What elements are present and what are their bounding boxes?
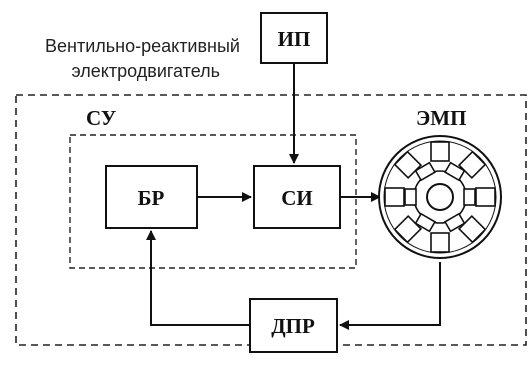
stator-pole	[475, 187, 496, 207]
stator-pole	[430, 232, 450, 253]
regulator-label: БР	[138, 186, 165, 210]
stator-pole	[393, 150, 423, 180]
rotor-tooth	[404, 188, 417, 206]
shaft-icon	[426, 183, 454, 211]
motor-icon	[378, 135, 502, 259]
control-system-boundary	[69, 134, 357, 269]
rotor-tooth	[414, 161, 437, 182]
arrow-motor-to-sensor	[339, 262, 441, 330]
caption-line-2: электродвигатель	[72, 61, 221, 81]
motor-label: ЭМП	[416, 106, 466, 130]
position-sensor-block: ДПР	[249, 298, 338, 353]
caption-line-1: Вентильно-реактивный	[45, 36, 240, 56]
power-supply-label: ИП	[278, 27, 311, 51]
control-system-label: СУ	[86, 106, 116, 130]
power-supply-block: ИП	[260, 12, 328, 64]
position-sensor-label: ДПР	[271, 314, 315, 338]
stator-poles	[384, 141, 496, 253]
rotor-tooth	[463, 188, 476, 206]
rotor-tooth	[443, 161, 466, 182]
stator-pole	[430, 141, 450, 162]
stator-pole	[384, 187, 405, 207]
regulator-block: БР	[105, 165, 198, 229]
arrow-sensor-to-regulator	[146, 230, 250, 326]
power-converter-block: СИ	[253, 165, 341, 229]
stator-pole	[457, 150, 487, 180]
rotor-tooth	[414, 212, 437, 233]
power-converter-label: СИ	[281, 186, 313, 210]
rotor-tooth	[443, 212, 466, 233]
stator-pole	[393, 214, 423, 244]
stator-pole	[457, 214, 487, 244]
